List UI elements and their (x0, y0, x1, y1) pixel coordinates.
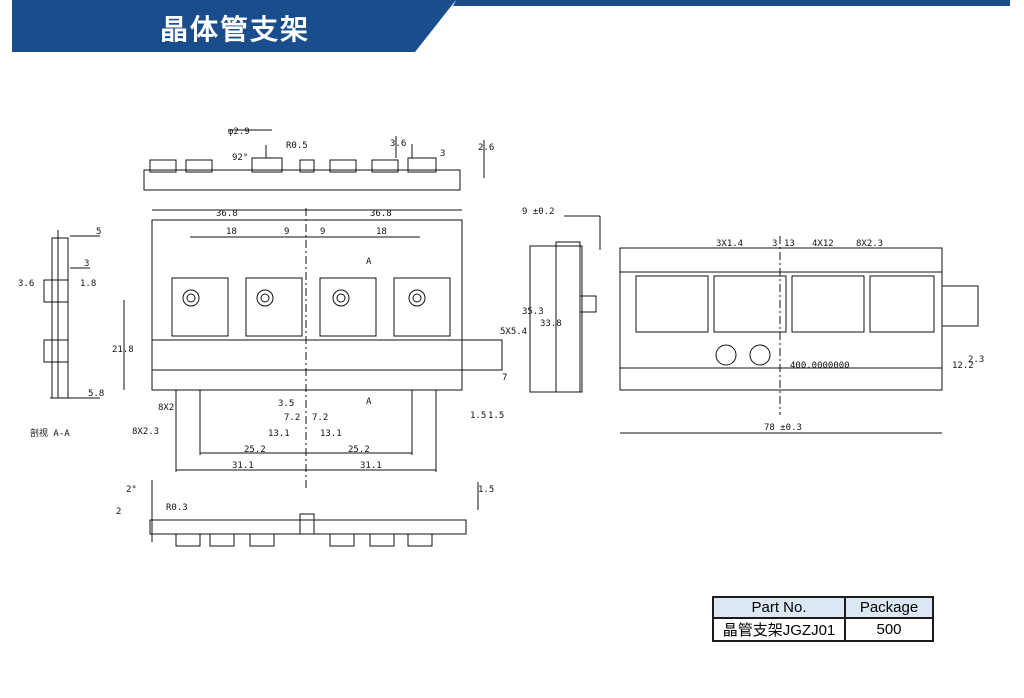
dim-label: 5.8 (88, 389, 104, 399)
dim-label: R0.3 (166, 503, 188, 513)
dim-label: 25.2 (348, 445, 370, 455)
right-view (619, 236, 979, 434)
header-package: Package (844, 596, 934, 619)
dim-label: 3 (772, 239, 777, 249)
dim-label: 9 (320, 227, 325, 237)
dim-label: 31.1 (232, 461, 254, 471)
dim-label: 8X2.3 (856, 239, 883, 249)
header-bar (12, 0, 1010, 52)
dim-label: 7.2 (284, 413, 300, 423)
dim-label: 3.6 (18, 279, 34, 289)
dim-label: 13 (784, 239, 795, 249)
front-view (123, 208, 503, 490)
dim-label: 9 ±0.2 (522, 207, 555, 217)
dim-label: 35.3 (522, 307, 544, 317)
dim-label: 2 (116, 507, 121, 517)
dim-label: 18 (226, 227, 237, 237)
dim-label: 3 (84, 259, 89, 269)
dim-label: 5 (96, 227, 101, 237)
dim-label: A (366, 397, 372, 407)
dim-label: 8X2 (158, 403, 174, 413)
dim-label: 13.1 (268, 429, 290, 439)
dim-label: 18 (376, 227, 387, 237)
cell-package: 500 (844, 617, 934, 642)
dim-label: 4X12 (812, 239, 834, 249)
dim-label: 92° (232, 153, 248, 163)
side-view (529, 215, 601, 393)
dim-label: 25.2 (244, 445, 266, 455)
header-part-no: Part No. (712, 596, 846, 619)
dim-label: φ2.9 (228, 127, 250, 137)
dim-label: 78 ±0.3 (764, 423, 802, 433)
dim-label: A (366, 257, 372, 267)
dim-label: 2.3 (968, 355, 984, 365)
dim-label: 3.5 (278, 399, 294, 409)
section-view (43, 230, 100, 399)
dim-label: 33.8 (540, 319, 562, 329)
dim-label: 36.8 (370, 209, 392, 219)
dim-label: 3.6 (390, 139, 406, 149)
dim-label: 13.1 (320, 429, 342, 439)
top-view (143, 129, 485, 191)
dim-label: 3 (440, 149, 445, 159)
table-header-row: Part No. Package (712, 596, 934, 619)
page-title: 晶体管支架 (160, 13, 311, 46)
dim-label: 2° (126, 485, 137, 495)
table-row: 晶管支架JGZJ01 500 (712, 617, 934, 642)
dim-label: 3X1.4 (716, 239, 743, 249)
dim-label: 36.8 (216, 209, 238, 219)
dim-label: 1.5 (478, 485, 494, 495)
part-table: Part No. Package 晶管支架JGZJ01 500 (712, 596, 934, 642)
dim-label: 1.5 (488, 411, 504, 421)
dim-label: 9 (284, 227, 289, 237)
section-label: 剖视 A-A (30, 427, 70, 439)
dim-label: 8X2.3 (132, 427, 159, 437)
dim-label: 1.8 (80, 279, 96, 289)
dim-label: 7 (502, 373, 507, 383)
cell-part-no: 晶管支架JGZJ01 (712, 617, 846, 642)
dim-label: 7.2 (312, 413, 328, 423)
dim-label: 2.6 (478, 143, 494, 153)
technical-drawing: φ2.9 R0.5 92° 3.6 3 2.6 36.8 36.8 18 9 9… (18, 127, 984, 547)
dim-label: R0.5 (286, 141, 308, 151)
bottom-view (149, 480, 479, 547)
dim-label: 21.8 (112, 345, 134, 355)
dim-label: 31.1 (360, 461, 382, 471)
dim-label: 12.2 (952, 361, 974, 371)
dim-label: 5X5.4 (500, 327, 527, 337)
dim-label: 1.5 (470, 411, 486, 421)
dim-label: 400.0000000 (790, 361, 850, 371)
